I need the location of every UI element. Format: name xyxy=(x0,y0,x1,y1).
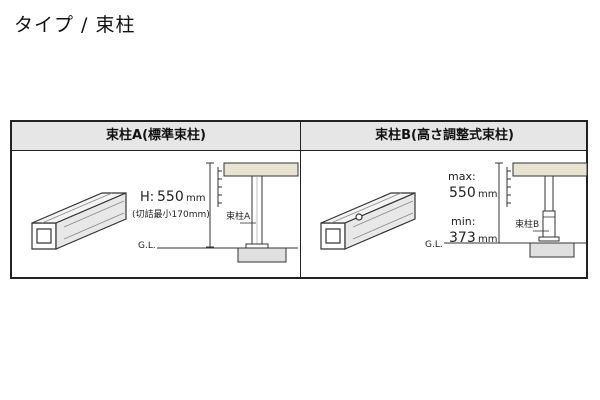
foundation-block xyxy=(237,247,287,263)
post-a-diagram: H: 550 mm (切詰最小170mm) G.L. xyxy=(12,151,300,279)
post-a-height-value: 550 xyxy=(157,189,184,205)
post-b-title: 束柱B(高さ調整式束柱) xyxy=(375,128,514,143)
post-a-profile-illustration xyxy=(31,192,127,250)
ground-level-label-b: G.L. xyxy=(425,240,443,250)
post-b-max-unit: mm xyxy=(478,189,497,200)
post-b-lower xyxy=(542,210,556,238)
post-a-label: 束柱A xyxy=(226,210,251,222)
post-b-profile-illustration xyxy=(320,192,416,250)
table-header-row: 束柱A(標準束柱) 束柱B(高さ調整式束柱) xyxy=(12,122,586,151)
post-a-height-prefix: H: xyxy=(140,190,154,205)
ground-level-label: G.L. xyxy=(138,241,156,251)
post-b-diagram: max: 550 mm min: 373 mm G.L. 束柱B xyxy=(301,151,588,279)
post-b-min-value: 373 xyxy=(449,230,476,246)
post-b-label: 束柱B xyxy=(515,218,539,230)
post-b-min-unit: mm xyxy=(478,234,497,245)
foundation-block-b xyxy=(529,242,575,258)
post-b-min-label: min: xyxy=(451,215,475,228)
column-divider xyxy=(300,122,301,277)
post-a-title: 束柱A(標準束柱) xyxy=(106,128,206,143)
deck-beam xyxy=(223,162,299,177)
post-b-max-label: max: xyxy=(448,170,476,183)
post-b-upper xyxy=(544,175,554,217)
post-a-height-unit: mm xyxy=(186,193,205,204)
post-a-cut-note: (切詰最小170mm) xyxy=(132,208,210,220)
post-b-max-value: 550 xyxy=(449,185,476,201)
post-type-table: 束柱A(標準束柱) 束柱B(高さ調整式束柱) H: 550 mm (切詰最小17… xyxy=(10,120,588,279)
deck-beam-b xyxy=(512,162,588,177)
page-title: タイプ / 束柱 xyxy=(14,14,136,36)
